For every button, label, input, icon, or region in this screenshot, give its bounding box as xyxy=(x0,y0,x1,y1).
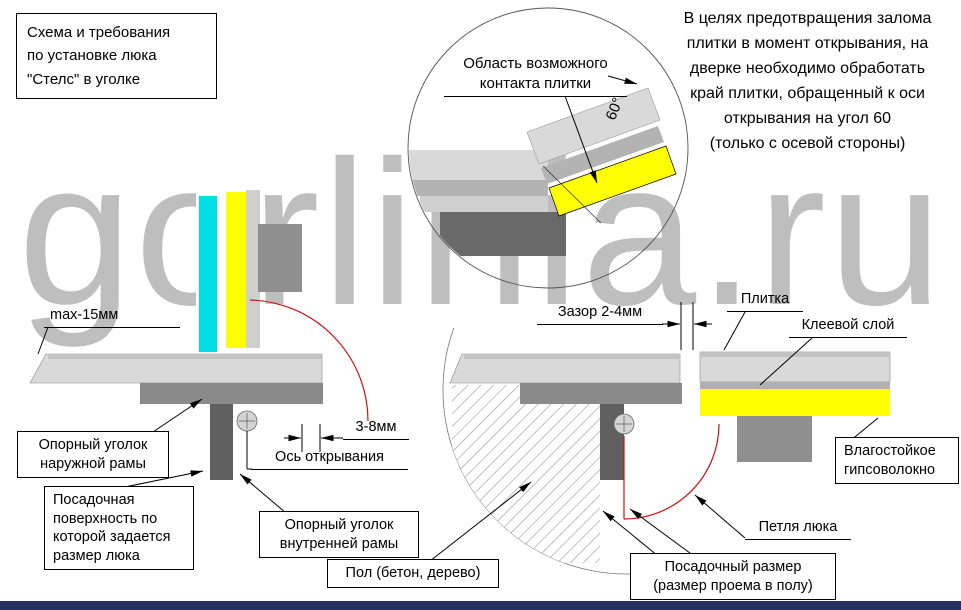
detail-circle-group xyxy=(407,7,689,289)
gap-2-4-label: Зазор 2-4мм xyxy=(537,303,663,325)
outer-angle-horizontal-shape xyxy=(140,383,323,404)
footer-bar xyxy=(0,601,961,610)
floor-label: Пол (бетон, дерево) xyxy=(327,559,499,588)
instruction-note: В целях предотвращения залома плитки в м… xyxy=(683,10,932,152)
seating-size-arrow-2 xyxy=(629,508,695,557)
hinge-swing-arc-right xyxy=(623,423,720,520)
outer-angle-label: Опорный уголок наружной рамы xyxy=(17,431,169,479)
detail-floor-layer-shape xyxy=(420,196,548,212)
max-thickness-label: max-15мм xyxy=(44,306,180,328)
door-open-tile-shape xyxy=(199,196,217,352)
left-section-group xyxy=(29,188,369,514)
floor-concrete-hatch xyxy=(452,385,600,563)
tile-leader-line xyxy=(723,311,746,351)
floor-slab-top-strip xyxy=(464,354,680,359)
floor-callout-arrow xyxy=(429,481,532,562)
gap-3-8-label: 3-8мм xyxy=(343,418,409,440)
gypsum-label: Влагостойкое гипсоволокно xyxy=(835,437,959,485)
door-open-gypsum-shape xyxy=(226,192,246,348)
detail-floor-tile-shape xyxy=(409,150,548,180)
seating-size-label: Посадочный размер (размер проема в полу) xyxy=(630,553,836,601)
swing-arc-left xyxy=(249,299,369,422)
hinge-callout-arrow xyxy=(694,494,746,539)
contact-area-arrow-yellow xyxy=(564,95,598,184)
outer-angle-callout-arrow xyxy=(149,398,203,435)
detail-angle-construction-line xyxy=(542,165,602,224)
right-detail-circle-arc xyxy=(442,328,670,575)
inner-angle-vertical-shape xyxy=(210,404,233,480)
title-box: Схема и требования по установке люка "Ст… xyxy=(16,13,217,99)
detail-circle-content xyxy=(409,87,677,256)
opening-axis-label: Ось открывания xyxy=(251,448,408,470)
door-open-frame-shape xyxy=(258,224,302,292)
inner-angle-label: Опорный уголок внутренней рамы xyxy=(259,511,419,559)
floor-hatch-clip xyxy=(452,385,600,563)
door-gypsum-shape xyxy=(700,389,890,416)
left-slab-top-strip xyxy=(48,354,322,359)
max15-leader-line xyxy=(37,326,49,355)
detail-floor-frame-shape xyxy=(440,212,566,256)
seating-surface-callout-arrow xyxy=(119,470,204,489)
glue-layer-label: Клеевой слой xyxy=(789,316,907,338)
detail-floor-glue-shape xyxy=(409,180,548,196)
detail-door-glue-shape xyxy=(541,126,664,184)
detail-circle-outline xyxy=(407,7,689,289)
frame-angle-horizontal-shape xyxy=(520,383,682,404)
door-open-layer-shape xyxy=(246,190,260,348)
seating-size-arrow-1 xyxy=(602,510,659,557)
tile-label: Плитка xyxy=(727,290,803,312)
contact-area-label: Область возможного контакта плитки xyxy=(444,54,627,97)
detail-door-gypsum-shape xyxy=(548,145,677,217)
inner-angle-callout-arrow xyxy=(239,473,287,514)
hinge-label: Петля люка xyxy=(745,518,851,540)
seating-surface-label: Посадочная поверхность по которой задает… xyxy=(44,486,194,571)
contact-area-arrow-top xyxy=(607,75,638,85)
glue-leader-line xyxy=(759,337,813,386)
door-tile-top-strip xyxy=(700,352,890,357)
door-frame-block-shape xyxy=(737,416,812,462)
door-glue-layer-shape xyxy=(700,382,890,389)
detail-door-tile-shape xyxy=(526,87,661,165)
